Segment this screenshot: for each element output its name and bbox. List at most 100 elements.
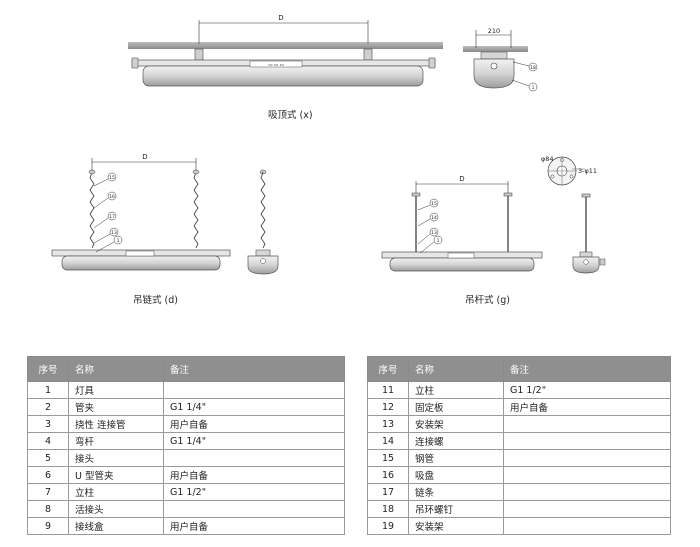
callout-14: 14: [417, 212, 439, 227]
no-cell: 12: [367, 398, 409, 416]
note-cell: G1 1/4": [163, 398, 345, 416]
no-cell: 6: [27, 466, 69, 484]
plate-diameter-label: φ84: [541, 155, 554, 163]
note-cell: 用户自备: [163, 466, 345, 484]
name-cell: 链条: [408, 483, 504, 501]
no-cell: 15: [367, 449, 409, 467]
callout-15: 15: [417, 198, 439, 211]
chain-mount-caption: 吊链式 (d): [133, 295, 178, 306]
no-cell: 4: [27, 432, 69, 450]
ceiling-slab: [128, 42, 443, 49]
callout-18: [528, 62, 538, 72]
note-cell: [503, 449, 671, 467]
note-cell: G1 1/4": [163, 432, 345, 450]
note-cell: [503, 432, 671, 450]
chain-side-view: [247, 169, 279, 275]
name-cell: 挠性 连接管: [68, 415, 164, 433]
note-cell: [503, 466, 671, 484]
svg-text:13: 13: [111, 230, 117, 236]
ceiling-mount-view: D ▭ ▭ ▭: [128, 14, 443, 87]
table-header-row: 序号 名称 备注: [367, 356, 671, 382]
no-cell: 13: [367, 415, 409, 433]
no-cell: 17: [367, 483, 409, 501]
no-cell: 16: [367, 466, 409, 484]
name-cell: 立柱: [408, 381, 504, 399]
no-cell: 11: [367, 381, 409, 399]
header-note: 备注: [163, 356, 345, 382]
name-cell: 固定板: [408, 398, 504, 416]
note-cell: 用户自备: [163, 415, 345, 433]
name-cell: 安装架: [408, 415, 504, 433]
name-cell: 钢管: [408, 449, 504, 467]
rod-mount-caption: 吊杆式 (g): [465, 295, 510, 306]
callout-1: [528, 82, 538, 92]
dimension-210-label: 210: [488, 27, 500, 35]
dimension-d-label: D: [459, 175, 464, 183]
name-cell: 吊环螺钉: [408, 500, 504, 518]
rod-side-view: [572, 193, 606, 274]
name-cell: 灯具: [68, 381, 164, 399]
note-cell: [503, 500, 671, 518]
name-cell: 接头: [68, 449, 164, 467]
mounting-plate-view: φ84 3-φ11: [541, 155, 597, 186]
svg-text:1: 1: [437, 238, 440, 244]
ceiling-side-view: 210 18 1: [463, 27, 538, 92]
svg-text:17: 17: [109, 214, 115, 220]
svg-text:16: 16: [109, 194, 115, 200]
note-cell: [503, 415, 671, 433]
callout-13: 13: [93, 227, 119, 244]
name-cell: 活接头: [68, 500, 164, 518]
name-cell: 弯杆: [68, 432, 164, 450]
svg-text:15: 15: [109, 175, 115, 181]
callout-13: 13: [417, 227, 439, 245]
svg-text:1: 1: [532, 85, 535, 91]
name-cell: 吸盘: [408, 466, 504, 484]
header-no: 序号: [27, 356, 69, 382]
no-cell: 14: [367, 432, 409, 450]
note-cell: [503, 483, 671, 501]
fixture-body-label: ▭ ▭ ▭: [268, 63, 284, 68]
note-cell: G1 1/2": [163, 483, 345, 501]
svg-text:15: 15: [431, 201, 437, 207]
svg-text:1: 1: [117, 238, 120, 244]
note-cell: [163, 381, 345, 399]
callout-1: 1: [419, 235, 443, 254]
name-cell: 接线盒: [68, 517, 164, 535]
callout-17: 17: [93, 211, 117, 229]
note-cell: [163, 449, 345, 467]
ceiling-mount-caption: 吸顶式 (x): [268, 110, 313, 121]
plate-holes-label: 3-φ11: [578, 167, 597, 175]
no-cell: 8: [27, 500, 69, 518]
svg-text:13: 13: [431, 230, 437, 236]
no-cell: 3: [27, 415, 69, 433]
svg-text:18: 18: [530, 65, 536, 71]
table-header-row: 序号 名称 备注: [27, 356, 345, 382]
fixture-body: [142, 65, 424, 87]
header-note: 备注: [503, 356, 671, 382]
no-cell: 19: [367, 517, 409, 535]
dimension-d-label: D: [142, 153, 147, 161]
dimension-d-label: D: [278, 14, 283, 22]
rod-mount-view: D 15 14 13 1: [381, 175, 543, 272]
chain-right: [193, 171, 199, 249]
note-cell: G1 1/2": [503, 381, 671, 399]
no-cell: 2: [27, 398, 69, 416]
name-cell: 立柱: [68, 483, 164, 501]
header-name: 名称: [68, 356, 164, 382]
note-cell: 用户自备: [503, 398, 671, 416]
note-cell: [163, 500, 345, 518]
